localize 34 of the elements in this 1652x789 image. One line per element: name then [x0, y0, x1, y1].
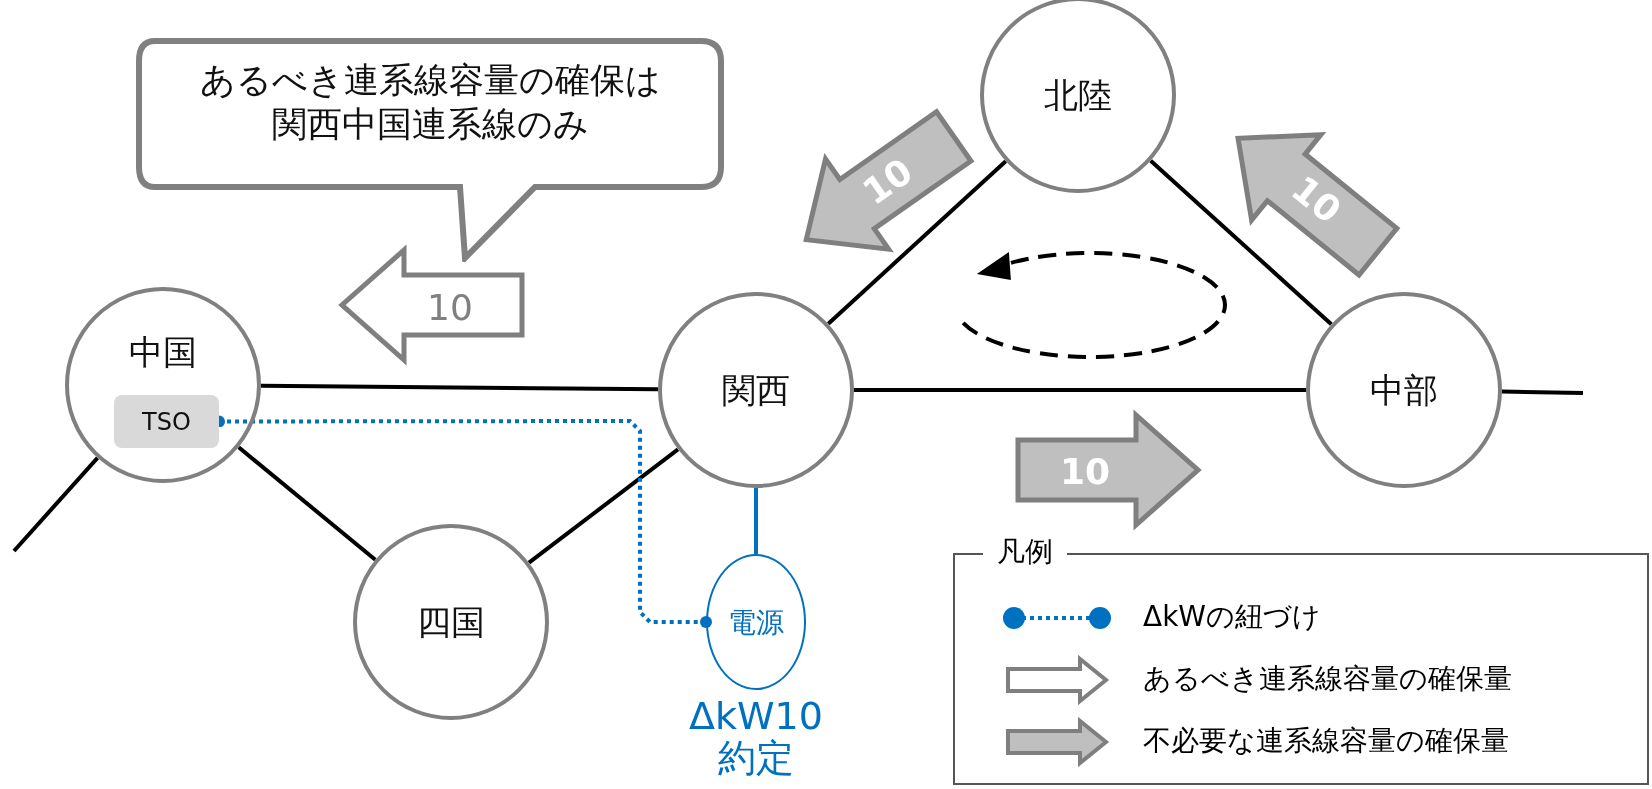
value-label: 10	[854, 150, 921, 214]
connector-line	[261, 383, 658, 392]
node-label: 中国	[129, 331, 197, 374]
node-label: TSO	[142, 406, 191, 437]
legend-label: ΔkWの紐づけ	[1143, 603, 1322, 631]
node-label: 中部	[1370, 368, 1438, 412]
connector-line	[754, 488, 758, 554]
legend-title: 凡例	[983, 538, 1067, 566]
node-label: 北陸	[1044, 73, 1112, 117]
power-source-ellipse	[706, 554, 806, 690]
connector-line	[1501, 389, 1584, 395]
node-label: あるべき連系線容量の確保は関西中国連系線のみ	[198, 59, 662, 146]
connector-line	[527, 447, 680, 565]
legend-label: あるべき連系線容量の確保量	[1143, 665, 1512, 693]
connector-line	[237, 445, 377, 562]
node-caption: ΔkW10約定	[688, 696, 824, 780]
region-circle	[980, 0, 1176, 193]
value-label: 10	[1282, 167, 1350, 233]
node-label: 四国	[417, 600, 485, 644]
connector-line	[826, 159, 1008, 326]
node-label: 電源	[728, 604, 784, 640]
region-circle	[65, 287, 261, 483]
value-label: 10	[426, 290, 474, 326]
connector-line	[12, 456, 99, 553]
region-circle	[1306, 292, 1502, 488]
speech-bubble	[135, 37, 725, 262]
region-circle	[658, 292, 854, 488]
region-circle	[353, 524, 549, 720]
connector-line	[854, 388, 1306, 392]
legend-label: 不必要な連系線容量の確保量	[1143, 727, 1509, 755]
label-tag	[114, 395, 219, 448]
value-label: 10	[1058, 454, 1112, 490]
node-label: 関西	[722, 368, 790, 412]
connector-line	[1149, 159, 1333, 326]
